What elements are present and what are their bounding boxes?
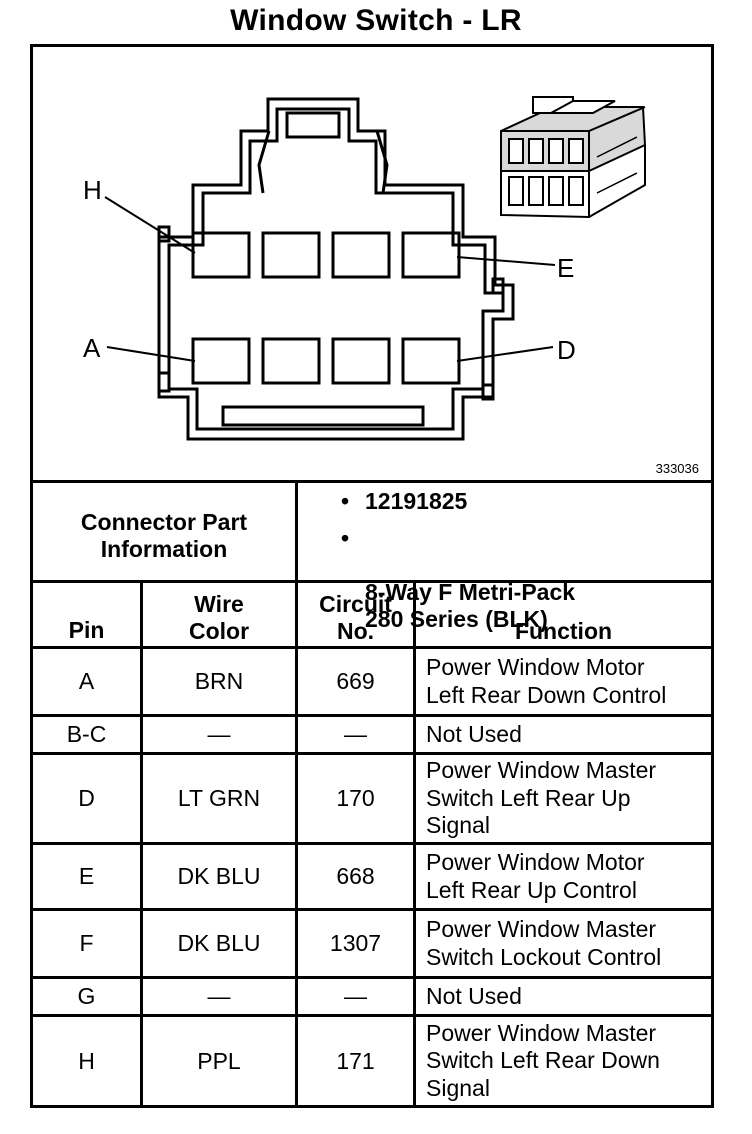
connector-part-label-text: Connector Part Information bbox=[80, 508, 248, 562]
row-e-pin: E bbox=[78, 863, 95, 889]
pin-label-e: E bbox=[557, 253, 575, 283]
row-f-pin: F bbox=[79, 930, 94, 956]
divider-row-d bbox=[33, 842, 711, 845]
part-number-item: • 12191825 bbox=[333, 488, 713, 515]
cavity-a bbox=[191, 337, 251, 385]
row-d-function: Power Window Master Switch Left Rear Up … bbox=[426, 757, 657, 839]
row-a-function: Power Window Motor Left Rear Down Contro… bbox=[426, 654, 667, 708]
bullet-icon: • bbox=[341, 488, 350, 514]
connector-diagram: H E A D 333036 bbox=[33, 47, 711, 483]
cavity-e bbox=[401, 231, 461, 279]
page-title: Window Switch - LR bbox=[230, 4, 522, 37]
row-bc-wire-color: — bbox=[207, 721, 231, 747]
leader-a bbox=[106, 346, 196, 362]
row-g-pin: G bbox=[77, 983, 96, 1009]
divider-col-wire bbox=[295, 580, 298, 1108]
part-number: 12191825 bbox=[365, 488, 468, 514]
row-h-circuit: 171 bbox=[336, 1047, 375, 1074]
row-d-pin: D bbox=[78, 785, 95, 811]
row-g-circuit: — bbox=[344, 983, 367, 1009]
row-d-circuit: 170 bbox=[336, 785, 375, 811]
pin-label-d: D bbox=[557, 335, 576, 365]
header-wire-color: Wire Color bbox=[188, 591, 250, 644]
connector-face-drawing bbox=[104, 96, 647, 441]
connector-type-item: • 8-Way F Metri-Pack 280 Series (BLK) bbox=[333, 525, 713, 633]
cavity-g bbox=[261, 231, 321, 279]
connector-part-label: Connector Part Information bbox=[33, 488, 295, 583]
header-pin: Pin bbox=[68, 617, 105, 643]
row-f-circuit: 1307 bbox=[329, 930, 382, 956]
row-g-function: Not Used bbox=[426, 982, 522, 1009]
row-d-wire-color: LT GRN bbox=[177, 785, 261, 811]
divider-row-bc bbox=[33, 752, 711, 755]
pin-label-h: H bbox=[83, 175, 102, 205]
divider-connector-info bbox=[33, 580, 711, 583]
leader-h bbox=[104, 196, 196, 254]
row-a-circuit: 669 bbox=[336, 668, 375, 694]
row-e-wire-color: DK BLU bbox=[177, 863, 261, 889]
cavity-c bbox=[331, 337, 391, 385]
figure-number: 333036 bbox=[655, 461, 699, 476]
cavity-h bbox=[191, 231, 251, 279]
row-h-function: Power Window Master Switch Left Rear Dow… bbox=[426, 1019, 660, 1101]
header-circuit-no: Circuit No. bbox=[319, 591, 392, 644]
leader-d bbox=[456, 346, 554, 362]
divider-row-a bbox=[33, 714, 711, 717]
connector-part-details: • 12191825 • 8-Way F Metri-Pack 280 Seri… bbox=[333, 488, 713, 632]
divider-header bbox=[33, 646, 711, 649]
cavity-b bbox=[261, 337, 321, 385]
header-function: Function bbox=[514, 618, 613, 644]
row-a-pin: A bbox=[78, 668, 95, 694]
row-f-function: Power Window Master Switch Lockout Contr… bbox=[426, 916, 662, 970]
divider-row-f bbox=[33, 976, 711, 979]
cavity-d bbox=[401, 337, 461, 385]
divider-connector-col bbox=[295, 480, 298, 580]
pin-label-a: A bbox=[83, 333, 101, 363]
row-e-circuit: 668 bbox=[336, 863, 375, 889]
connector-3d-view bbox=[500, 96, 647, 219]
leader-e bbox=[456, 256, 556, 266]
connector-type: 8-Way F Metri-Pack 280 Series (BLK) bbox=[365, 579, 576, 632]
row-bc-pin: B-C bbox=[66, 721, 107, 747]
divider-row-g bbox=[33, 1014, 711, 1017]
row-h-pin: H bbox=[78, 1047, 95, 1074]
divider-diagram bbox=[33, 480, 711, 483]
row-f-wire-color: DK BLU bbox=[177, 930, 261, 956]
row-g-wire-color: — bbox=[207, 983, 231, 1009]
row-bc-function: Not Used bbox=[426, 720, 522, 747]
connector-info-frame: H E A D 333036 Connector Part Informatio… bbox=[30, 44, 714, 1108]
row-h-wire-color: PPL bbox=[197, 1047, 241, 1074]
row-e-function: Power Window Motor Left Rear Up Control bbox=[426, 849, 645, 903]
divider-row-e bbox=[33, 908, 711, 911]
row-bc-circuit: — bbox=[344, 721, 367, 747]
divider-col-circuit bbox=[413, 580, 416, 1108]
cavity-f bbox=[331, 231, 391, 279]
divider-col-pin bbox=[140, 580, 143, 1108]
bullet-icon: • bbox=[341, 525, 350, 551]
row-a-wire-color: BRN bbox=[194, 668, 244, 694]
